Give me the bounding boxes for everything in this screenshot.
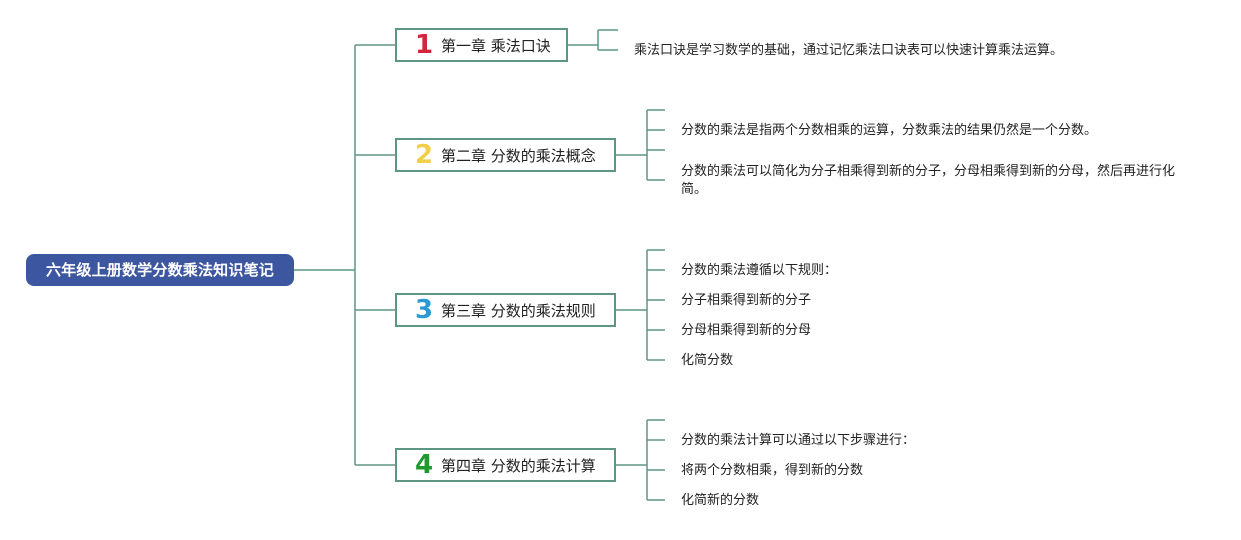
- chapter-2-item-2: 分数的乘法可以简化为分子相乘得到新的分子，分母相乘得到新的分母，然后再进行化简。: [681, 164, 1176, 197]
- chapter-4-item-3: 化简新的分数: [681, 493, 760, 508]
- chapter-title: 第二章 分数的乘法概念: [441, 146, 596, 165]
- chapter-4-item-2: 将两个分数相乘，得到新的分数: [681, 463, 864, 478]
- chapter-1-item-1: 乘法口诀是学习数学的基础，通过记忆乘法口诀表可以快速计算乘法运算。: [634, 43, 1064, 58]
- number-1-icon: 1: [414, 30, 434, 60]
- chapter-node-2[interactable]: 2 第二章 分数的乘法概念: [395, 138, 616, 172]
- chapter-title: 第一章 乘法口诀: [441, 36, 551, 55]
- chapter-node-3[interactable]: 3 第三章 分数的乘法规则: [395, 293, 616, 327]
- chapter-title: 第三章 分数的乘法规则: [441, 301, 596, 320]
- chapter-3-item-4: 化简分数: [681, 353, 734, 368]
- chapter-node-4[interactable]: 4 第四章 分数的乘法计算: [395, 448, 616, 482]
- number-3-icon: 3: [414, 295, 434, 325]
- chapter-title: 第四章 分数的乘法计算: [441, 456, 596, 475]
- number-4-icon: 4: [414, 450, 434, 480]
- chapter-4-item-1: 分数的乘法计算可以通过以下步骤进行：: [681, 433, 916, 448]
- number-2-icon: 2: [414, 140, 434, 170]
- chapter-3-item-1: 分数的乘法遵循以下规则：: [681, 263, 838, 278]
- root-node[interactable]: 六年级上册数学分数乘法知识笔记: [26, 254, 294, 286]
- chapter-3-item-3: 分母相乘得到新的分母: [681, 323, 812, 338]
- chapter-2-item-1: 分数的乘法是指两个分数相乘的运算，分数乘法的结果仍然是一个分数。: [681, 123, 1098, 138]
- chapter-node-1[interactable]: 1 第一章 乘法口诀: [395, 28, 568, 62]
- chapter-3-item-2: 分子相乘得到新的分子: [681, 293, 812, 308]
